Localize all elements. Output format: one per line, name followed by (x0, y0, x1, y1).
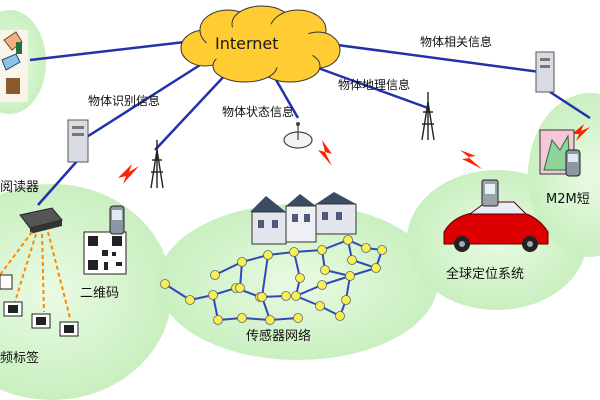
rfid-tags (0, 274, 79, 337)
m2m-label: M2M短 (546, 192, 590, 207)
lightning-bolt-icon (118, 164, 139, 184)
sensor-nodes (160, 235, 387, 325)
rfid-links (0, 231, 71, 319)
sensor-network-label: 传感器网络 (246, 329, 312, 344)
mobile-phone-icon (109, 205, 125, 235)
rfid-tag-icon (3, 301, 23, 317)
reader-device-icon (19, 207, 63, 234)
server-left-icon (67, 119, 89, 163)
m2m-device-icon (539, 129, 581, 177)
antenna-tower-right-icon (421, 92, 435, 141)
gps-system-label: 全球定位系统 (446, 267, 525, 282)
rfid-field (0, 184, 172, 400)
rfid-tag-icon (59, 321, 79, 337)
user-illustration (0, 30, 28, 102)
rfid-tag-icon (31, 313, 51, 329)
link-reader (37, 159, 79, 206)
object-state-info-label: 物体状态信息 (222, 105, 295, 119)
link-user (29, 40, 186, 62)
network-links (29, 40, 591, 206)
gps-device-icon (481, 179, 499, 207)
object-related-info-label: 物体相关信息 (420, 35, 493, 49)
link-server-left (81, 63, 201, 142)
link-server-right (329, 42, 541, 74)
internet-label: Internet (215, 34, 279, 53)
link-sensor-base (273, 77, 300, 119)
building-icon (250, 192, 357, 245)
lightning-bolt-icon (460, 150, 482, 169)
rfid-tag-icon (0, 274, 13, 290)
rfid-tag-label: 频标签 (0, 351, 40, 366)
link-m2m (549, 90, 591, 120)
lightning-bolt-icon (572, 124, 590, 141)
lightning-bolt-icon (318, 140, 332, 166)
link-qr-antenna (154, 71, 229, 151)
object-geo-info-label: 物体地理信息 (338, 78, 411, 92)
qr-code-icon (83, 231, 127, 275)
link-geo-tower (317, 66, 429, 110)
wireless-signals (118, 124, 590, 184)
satellite-dish-icon (283, 122, 313, 149)
object-identification-info-label: 物体识别信息 (88, 94, 161, 108)
qr-code-label: 二维码 (80, 286, 120, 301)
antenna-tower-left-icon (150, 140, 164, 189)
server-right-icon (535, 51, 555, 93)
reader-label: 阅读器 (0, 180, 40, 195)
